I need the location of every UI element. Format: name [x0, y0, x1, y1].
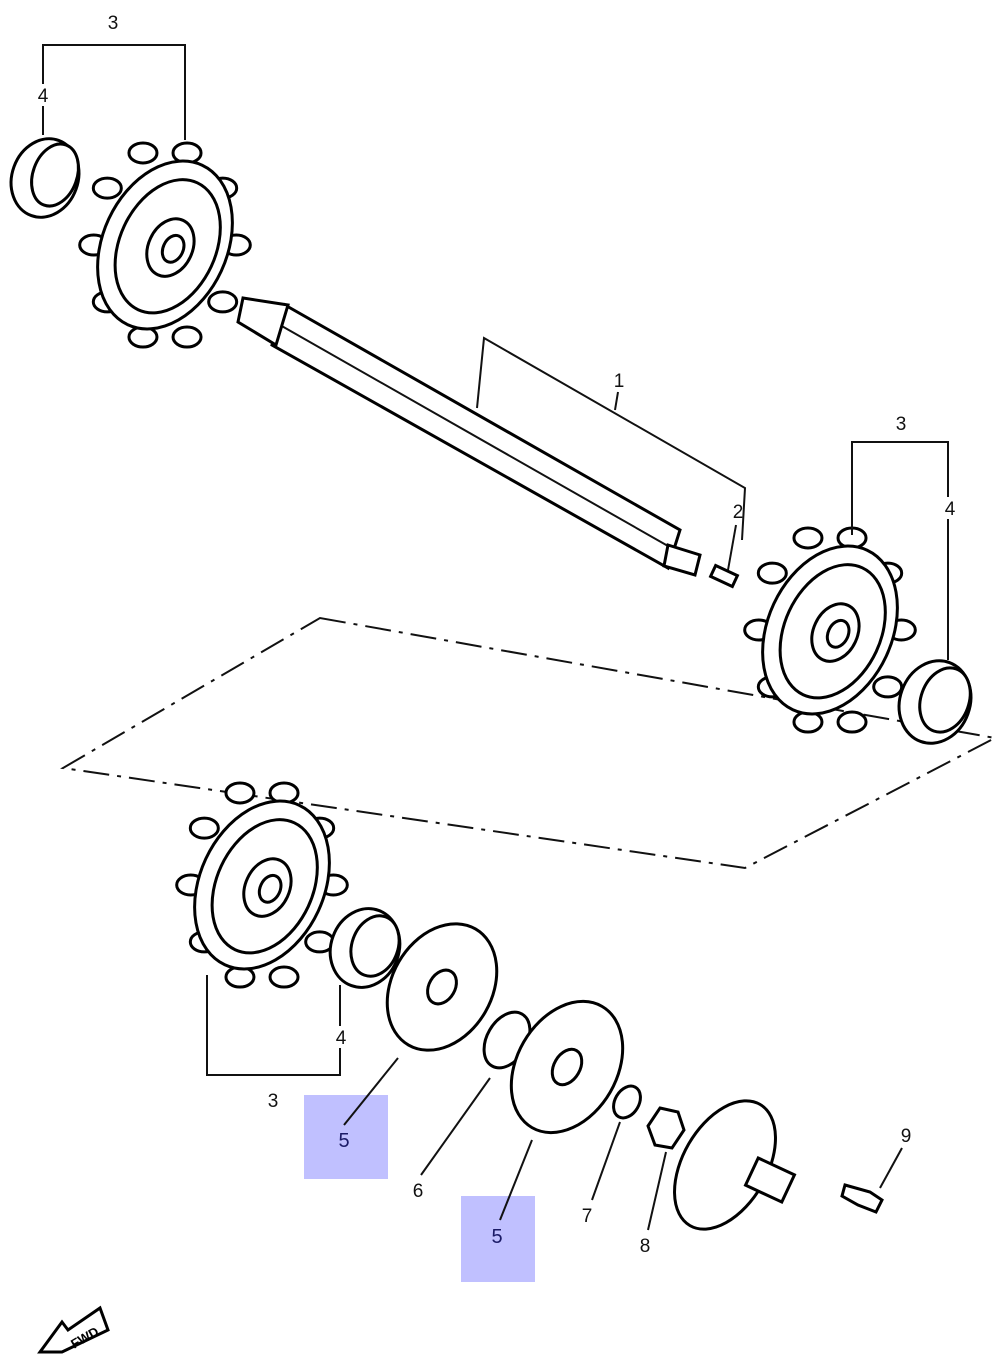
plate-1 [385, 922, 499, 1052]
callout-9: 9 [901, 1126, 912, 1147]
highlight-box-plate-2[interactable] [461, 1196, 535, 1282]
sprocket-ring [825, 618, 851, 649]
bearing-right [897, 659, 973, 745]
sprocket-tooth [127, 141, 159, 165]
callout-5-plate-1[interactable]: 5 [338, 1130, 349, 1152]
assembly-boundary [60, 616, 999, 870]
bearing-top-left [9, 137, 81, 219]
sprocket-tooth [188, 816, 220, 840]
hub-flange [673, 1099, 797, 1231]
callout-3-bottom: 3 [268, 1091, 279, 1112]
sprocket-ring [160, 233, 186, 264]
callout-8: 8 [640, 1236, 651, 1257]
callout-1: 1 [614, 371, 625, 392]
sprocket-right [743, 526, 917, 734]
callout-6: 6 [413, 1181, 424, 1202]
washer [612, 1084, 642, 1120]
callout-4-right: 4 [945, 499, 956, 520]
sprocket-tooth [268, 965, 300, 989]
shaft [236, 296, 740, 589]
sprocket-tooth [872, 675, 904, 699]
fwd-arrow-icon: FWD [37, 1305, 110, 1354]
sprocket-top-left [78, 141, 252, 349]
callout-5-plate-2[interactable]: 5 [491, 1226, 502, 1248]
callout-4-bottom: 4 [336, 1028, 347, 1049]
pin [708, 563, 740, 589]
sprocket-tooth [207, 290, 239, 314]
bearing-bottom [328, 907, 402, 989]
highlight-box-plate-1[interactable] [304, 1095, 388, 1179]
sprocket-tooth [171, 325, 203, 349]
callout-4-top-left: 4 [38, 86, 49, 107]
sprocket-tooth [224, 781, 256, 805]
bolt [840, 1183, 884, 1214]
sprocket-ring [257, 873, 283, 904]
callout-3-right: 3 [896, 414, 907, 435]
sprocket-bottom [175, 781, 349, 989]
callout-3-top-left: 3 [108, 13, 119, 34]
sprocket-tooth [792, 526, 824, 550]
sprocket-tooth [91, 176, 123, 200]
callout-7: 7 [582, 1206, 593, 1227]
plate-2 [509, 999, 625, 1135]
nut [646, 1106, 686, 1150]
sprocket-tooth [836, 710, 868, 734]
callout-2: 2 [733, 502, 744, 523]
sprocket-tooth [756, 561, 788, 585]
